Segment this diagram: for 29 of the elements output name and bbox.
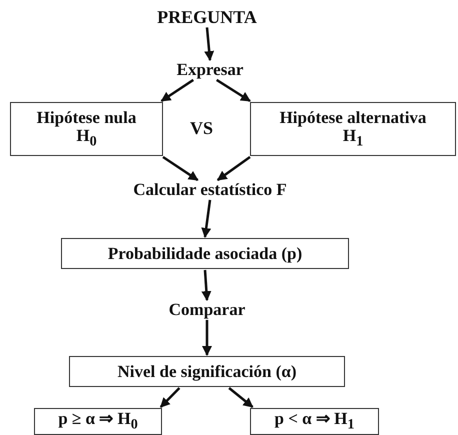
box-text: H$_{0}$ — [76, 126, 97, 150]
arrow — [228, 387, 254, 408]
arrow — [160, 78, 194, 102]
arrow — [204, 27, 214, 62]
box-text: Hipótese alternativa — [280, 108, 426, 127]
process-box — [69, 356, 345, 387]
flow-step-text: Calcular estatístico F — [133, 181, 287, 199]
process-box — [250, 102, 456, 156]
box-text: p ≥ α ⇒ H$_{0}$ — [58, 410, 138, 433]
box-text: p < α ⇒ H$_{1}$ — [274, 410, 354, 433]
result-box — [34, 408, 162, 435]
box-text: Hipótese nula — [36, 108, 136, 127]
flow-step-text: Comparar — [168, 301, 246, 319]
process-box — [61, 238, 349, 269]
box-text: Probabilidade asociada (p) — [108, 244, 302, 262]
versus-text: VS — [190, 118, 214, 139]
arrow — [202, 320, 212, 356]
process-box — [10, 102, 163, 156]
arrow — [160, 387, 180, 408]
arrow — [162, 156, 199, 182]
box-text: H$_{1}$ — [342, 126, 364, 150]
arrow — [216, 78, 251, 102]
arrow — [216, 156, 251, 182]
box-text: Nivel de significación (α) — [118, 362, 296, 380]
arrow — [201, 200, 212, 238]
arrow — [201, 270, 212, 302]
flow-step-text: PREGUNTA — [157, 8, 257, 26]
flow-step-text: Expresar — [176, 61, 244, 79]
result-box — [250, 408, 379, 435]
